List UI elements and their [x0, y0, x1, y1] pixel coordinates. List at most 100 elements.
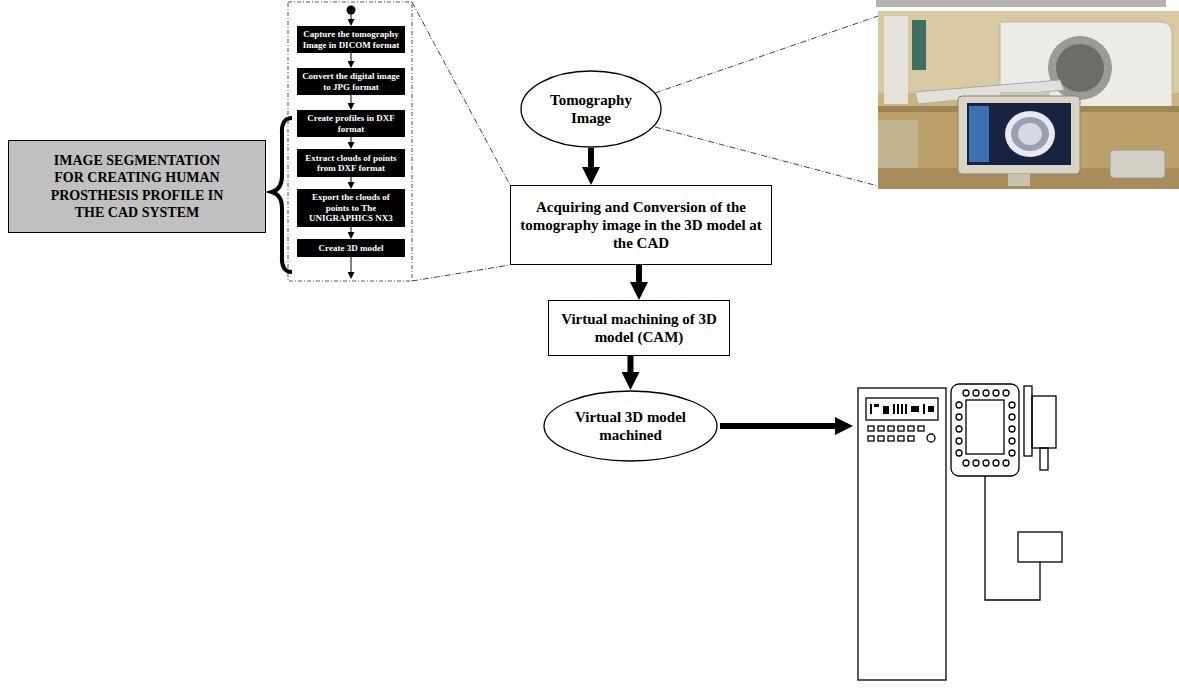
skull-scan-inner — [1011, 117, 1049, 151]
key — [956, 414, 962, 420]
dash-dot-leader — [655, 127, 878, 186]
step-box: Create profiles in DXF format — [297, 110, 405, 137]
pendant-keys — [956, 390, 1015, 466]
dash-dot-leader — [412, 2, 510, 185]
flow-arrow — [588, 148, 594, 167]
display-mark — [883, 406, 889, 414]
button — [878, 436, 884, 441]
dash-dot-leader — [655, 16, 878, 93]
step-box: Create 3D model — [297, 239, 405, 257]
machine-column — [985, 476, 1040, 600]
key — [1009, 438, 1015, 444]
skull-scan — [1005, 111, 1055, 157]
key — [963, 460, 969, 466]
text-wrap: Convert the digital image to JPG format — [301, 71, 401, 92]
display-mark — [870, 404, 872, 414]
key — [1009, 402, 1015, 408]
text-wrap: Export the clouds of points to The UNIGR… — [301, 192, 401, 223]
key — [983, 460, 989, 466]
button — [898, 436, 904, 441]
display-mark — [905, 404, 907, 414]
node-text: Virtual 3D model machined — [568, 408, 694, 444]
display-mark — [911, 406, 919, 412]
heading-box: IMAGE SEGMENTATION FOR CREATING HUMAN PR… — [8, 140, 266, 233]
key — [956, 450, 962, 456]
display-marks — [870, 404, 934, 414]
flow-arrow — [351, 177, 352, 182]
text-wrap: Acquiring and Conversion of the tomograp… — [517, 198, 765, 252]
ellipse-outline — [520, 70, 662, 148]
photo-bar — [876, 0, 1166, 7]
start-arrow — [351, 14, 352, 19]
button — [908, 426, 914, 431]
screen-panel — [969, 106, 989, 162]
key — [983, 390, 989, 396]
knob — [927, 434, 935, 442]
telephone — [1110, 150, 1165, 178]
output-arrow — [720, 423, 835, 429]
button — [918, 426, 924, 431]
ellipse-shape — [544, 391, 717, 461]
flow-arrow — [351, 227, 352, 232]
start-dot — [347, 6, 356, 15]
button — [888, 426, 894, 431]
text-wrap: Extract clouds of points from DXF format — [301, 153, 401, 174]
button — [868, 426, 874, 431]
node-text: Virtual machining of 3D model (CAM) — [555, 310, 723, 346]
display-mark — [897, 404, 899, 414]
photo-tank — [912, 20, 926, 70]
key — [956, 438, 962, 444]
key — [956, 426, 962, 432]
monitor-stand — [1008, 174, 1030, 186]
photo-lower-wall — [878, 112, 1179, 189]
process-box: Acquiring and Conversion of the tomograp… — [510, 185, 772, 265]
text-wrap: Virtual machining of 3D model (CAM) — [555, 310, 723, 346]
node-text: Create profiles in DXF format — [301, 113, 401, 134]
button — [888, 436, 894, 441]
cnc-machine — [858, 384, 1062, 680]
flow-arrow — [351, 137, 352, 142]
controller-display — [866, 398, 938, 420]
process-box: Virtual machining of 3D model (CAM) — [548, 300, 730, 356]
node-text: Convert the digital image to JPG format — [301, 71, 401, 92]
dash-dot-frame — [288, 2, 412, 281]
cutting-tool — [1040, 448, 1048, 470]
terminal-ellipse: Tomography Image — [520, 70, 662, 148]
ct-room-photo — [876, 0, 1179, 189]
step-box: Extract clouds of points from DXF format — [297, 149, 405, 177]
key — [1009, 414, 1015, 420]
node-text: Tomography Image — [540, 91, 642, 127]
photo-content — [878, 11, 1179, 189]
key — [1009, 450, 1015, 456]
monitor-body — [958, 96, 1080, 174]
ct-bore — [1056, 44, 1104, 92]
dash-dot-leader — [412, 265, 510, 281]
photo-wall — [878, 11, 1179, 189]
machine-pendant — [951, 384, 1019, 476]
text-wrap: Create 3D model — [319, 243, 384, 253]
control-buttons — [868, 426, 935, 442]
node-text: Extract clouds of points from DXF format — [301, 153, 401, 174]
step-box: Capture the tomography Image in DICOM fo… — [297, 26, 405, 53]
node-text: Export the clouds of points to The UNIGR… — [301, 192, 401, 223]
flow-arrow — [628, 356, 634, 372]
display-mark — [923, 404, 925, 414]
button — [878, 426, 884, 431]
button — [868, 436, 874, 441]
end-arrow — [351, 257, 352, 272]
spindle-rail — [1024, 386, 1032, 456]
flow-arrow — [351, 53, 352, 61]
spindle-head — [1032, 396, 1056, 448]
step-box: Convert the digital image to JPG format — [297, 68, 405, 95]
node-text: Capture the tomography Image in DICOM fo… — [301, 29, 401, 50]
monitor-screen — [967, 103, 1071, 165]
display-mark — [901, 404, 903, 414]
layout-extras — [288, 2, 835, 426]
step-box: Export the clouds of points to The UNIGR… — [297, 189, 405, 227]
node-text: Create 3D model — [319, 243, 384, 253]
node-text: IMAGE SEGMENTATION FOR CREATING HUMAN PR… — [39, 152, 235, 222]
text-wrap: Tomography Image — [540, 91, 642, 127]
key — [993, 460, 999, 466]
display-mark — [928, 406, 934, 412]
